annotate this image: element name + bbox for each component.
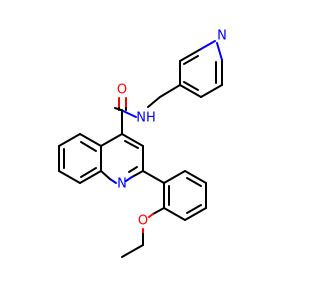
- bond: [80, 141, 97, 152]
- bond: [109, 178, 117, 184]
- bond: [100, 170, 111, 180]
- molecule-structure: O NH N N O: [58, 29, 227, 258]
- bond: [186, 177, 202, 187]
- bond: [163, 170, 186, 184]
- bond: [200, 40, 216, 50]
- bond: [124, 140, 139, 149]
- bond: [128, 166, 138, 173]
- ether-oxygen-label: O: [138, 214, 148, 229]
- bond: [131, 170, 144, 178]
- bond: [216, 42, 223, 61]
- bond: [79, 133, 102, 147]
- bond: [80, 167, 97, 178]
- bond: [58, 133, 81, 147]
- bond: [159, 84, 181, 98]
- bond: [100, 133, 123, 147]
- bond: [121, 244, 144, 258]
- bond: [142, 170, 165, 184]
- bond: [200, 84, 223, 98]
- pyridine-nitrogen-label: N: [217, 29, 227, 44]
- bond: [183, 55, 199, 65]
- bond: [121, 133, 144, 147]
- atom-labels: O NH N N O: [117, 29, 227, 229]
- bond: [163, 207, 186, 221]
- bond: [58, 170, 81, 184]
- bond: [183, 81, 199, 91]
- bond: [148, 213, 154, 218]
- carbonyl-oxygen-label: O: [117, 83, 127, 98]
- bond: [179, 84, 202, 98]
- bond: [79, 170, 102, 184]
- bond: [147, 96, 161, 108]
- bond: [152, 207, 165, 215]
- amide-nh-label: NH: [136, 111, 156, 126]
- bond: [184, 170, 207, 184]
- bond: [186, 204, 202, 214]
- bonds: [58, 40, 223, 258]
- quinoline-nitrogen-label: N: [117, 177, 127, 192]
- bond: [120, 109, 137, 118]
- bond: [184, 207, 207, 221]
- bond: [125, 176, 133, 182]
- bond: [179, 48, 202, 62]
